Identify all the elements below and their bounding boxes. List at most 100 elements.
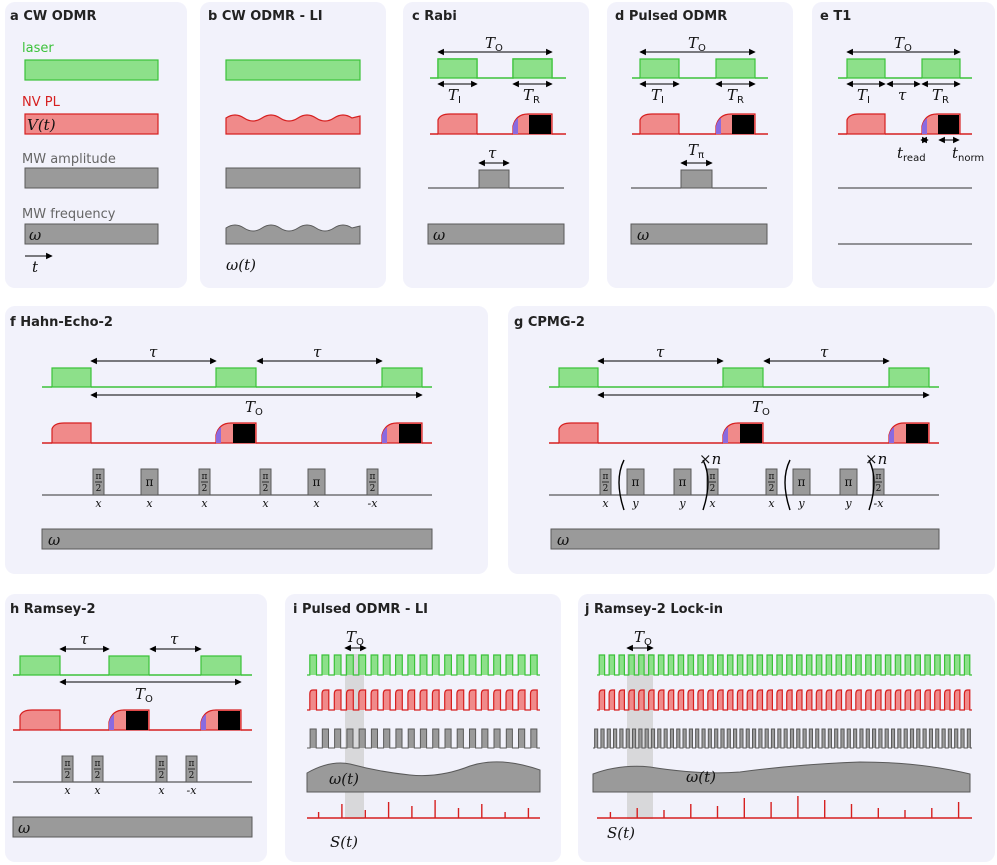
- panel-j-title: j Ramsey-2 Lock-in: [584, 602, 723, 617]
- period-label: TO: [752, 398, 770, 418]
- tau-label: τ: [170, 630, 179, 648]
- omega-t-label: ω(t): [686, 768, 716, 786]
- transition-region: [716, 118, 721, 134]
- phase-label: -x: [874, 497, 885, 510]
- panel-j: TO ω(t) S(t): [592, 628, 972, 842]
- mw-amplitude-trace: [225, 167, 361, 189]
- panel-e: TO TI τ TR tread tnorm: [838, 34, 984, 245]
- pi-pulse: πy: [673, 468, 692, 510]
- omega-t-label: ω(t): [329, 770, 359, 788]
- omega-label: ω: [48, 531, 60, 549]
- pi-half-pulse: π2x: [706, 468, 719, 510]
- period-label: TO: [894, 34, 912, 54]
- panel-d: TO TI TR Tπ ω: [630, 34, 768, 245]
- tau-label: τ: [149, 343, 158, 361]
- repeat-bracket-left: [784, 459, 791, 511]
- laser-pulse: [921, 58, 961, 79]
- readout-window: [126, 711, 148, 730]
- readout-window: [906, 424, 928, 443]
- time-label: t: [32, 258, 39, 276]
- laser-pulse: [888, 367, 930, 388]
- panel-a-title: a CW ODMR: [10, 9, 97, 24]
- repeat-count-label: ×n: [865, 450, 887, 468]
- phase-label: y: [797, 497, 805, 510]
- transition-region: [889, 427, 894, 443]
- pl-pulse: [558, 422, 599, 444]
- init-time-label: TI: [448, 86, 461, 106]
- mw-frequency-trace: [427, 223, 565, 245]
- signal-label: S(t): [607, 824, 635, 842]
- mw-pulse: [478, 169, 510, 189]
- mw-frequency-trace: [12, 816, 253, 838]
- readout-window: [399, 424, 421, 443]
- tau-label: τ: [656, 343, 665, 361]
- mw-frequency-trace: [24, 223, 159, 245]
- transition-region: [201, 714, 206, 730]
- laser-pulse: [512, 58, 553, 79]
- period-label: TO: [634, 628, 652, 648]
- mw-pulse: [839, 468, 858, 496]
- pi-label: π: [632, 475, 640, 489]
- pi-half-numerator: π: [96, 472, 102, 482]
- laser-trace: [307, 654, 540, 676]
- pi-half-numerator: π: [769, 472, 775, 482]
- panel-c: TO TI TR τ ω: [427, 34, 566, 245]
- phase-label: x: [201, 497, 208, 510]
- transition-region: [922, 118, 927, 134]
- phase-label: x: [64, 784, 71, 797]
- pi-half-pulse: π2x: [92, 468, 105, 510]
- laser-pulse: [215, 367, 257, 388]
- voltage-label: V(t): [27, 116, 56, 134]
- phase-label: x: [709, 497, 716, 510]
- omega-label: ω: [433, 226, 445, 244]
- laser-pulse: [722, 367, 764, 388]
- phase-label: x: [768, 497, 775, 510]
- panel-b-background: [200, 2, 386, 288]
- mw-pulse: [626, 468, 645, 496]
- pl-pulse: [437, 113, 478, 135]
- mw-pulse: [673, 468, 692, 496]
- pl-trace: [24, 113, 159, 135]
- laser-trace: [24, 59, 159, 81]
- panel-i-background: [285, 594, 561, 862]
- laser-label: laser: [22, 41, 54, 56]
- pi-half-pulse: π2-x: [872, 468, 885, 510]
- mw-amplitude-label: MW amplitude: [22, 152, 116, 167]
- pi-label: π: [845, 475, 853, 489]
- laser-pulse: [381, 367, 423, 388]
- phase-label: -x: [187, 784, 198, 797]
- pi-half-pulse: π2x: [198, 468, 211, 510]
- laser-pulse: [639, 58, 680, 79]
- pi-pulse: πy: [839, 468, 858, 510]
- readout-window: [529, 115, 551, 134]
- tnorm-label: tnorm: [952, 144, 984, 164]
- pi-half-denominator: 2: [263, 484, 269, 494]
- pi-pulse: πx: [140, 468, 159, 510]
- phase-label: x: [94, 784, 101, 797]
- phase-label: x: [158, 784, 165, 797]
- phase-label: x: [313, 497, 320, 510]
- pl-pulse: [846, 113, 886, 135]
- pi-half-numerator: π: [159, 759, 165, 769]
- phase-label: y: [678, 497, 686, 510]
- tread-label: tread: [897, 144, 926, 164]
- pi-half-numerator: π: [95, 759, 101, 769]
- omega-t-label: ω(t): [226, 256, 256, 274]
- pi-half-pulse: π2x: [155, 755, 168, 797]
- mw-pulse: [680, 169, 713, 189]
- period-label: TO: [135, 685, 153, 705]
- pi-pulse: πy: [626, 468, 645, 510]
- pi-half-denominator: 2: [65, 771, 71, 781]
- pi-half-pulse: π2-x: [366, 468, 379, 510]
- period-label: TO: [346, 628, 364, 648]
- pl-pulse: [19, 709, 61, 731]
- pi-half-pulse: π2x: [61, 755, 74, 797]
- mw-pulse: [307, 468, 326, 496]
- phase-label: x: [262, 497, 269, 510]
- omega-label: ω: [18, 819, 30, 837]
- pi-half-denominator: 2: [710, 484, 716, 494]
- pi-pulse: πx: [307, 468, 326, 510]
- readout-time-label: TR: [523, 86, 540, 106]
- pi-half-denominator: 2: [96, 484, 102, 494]
